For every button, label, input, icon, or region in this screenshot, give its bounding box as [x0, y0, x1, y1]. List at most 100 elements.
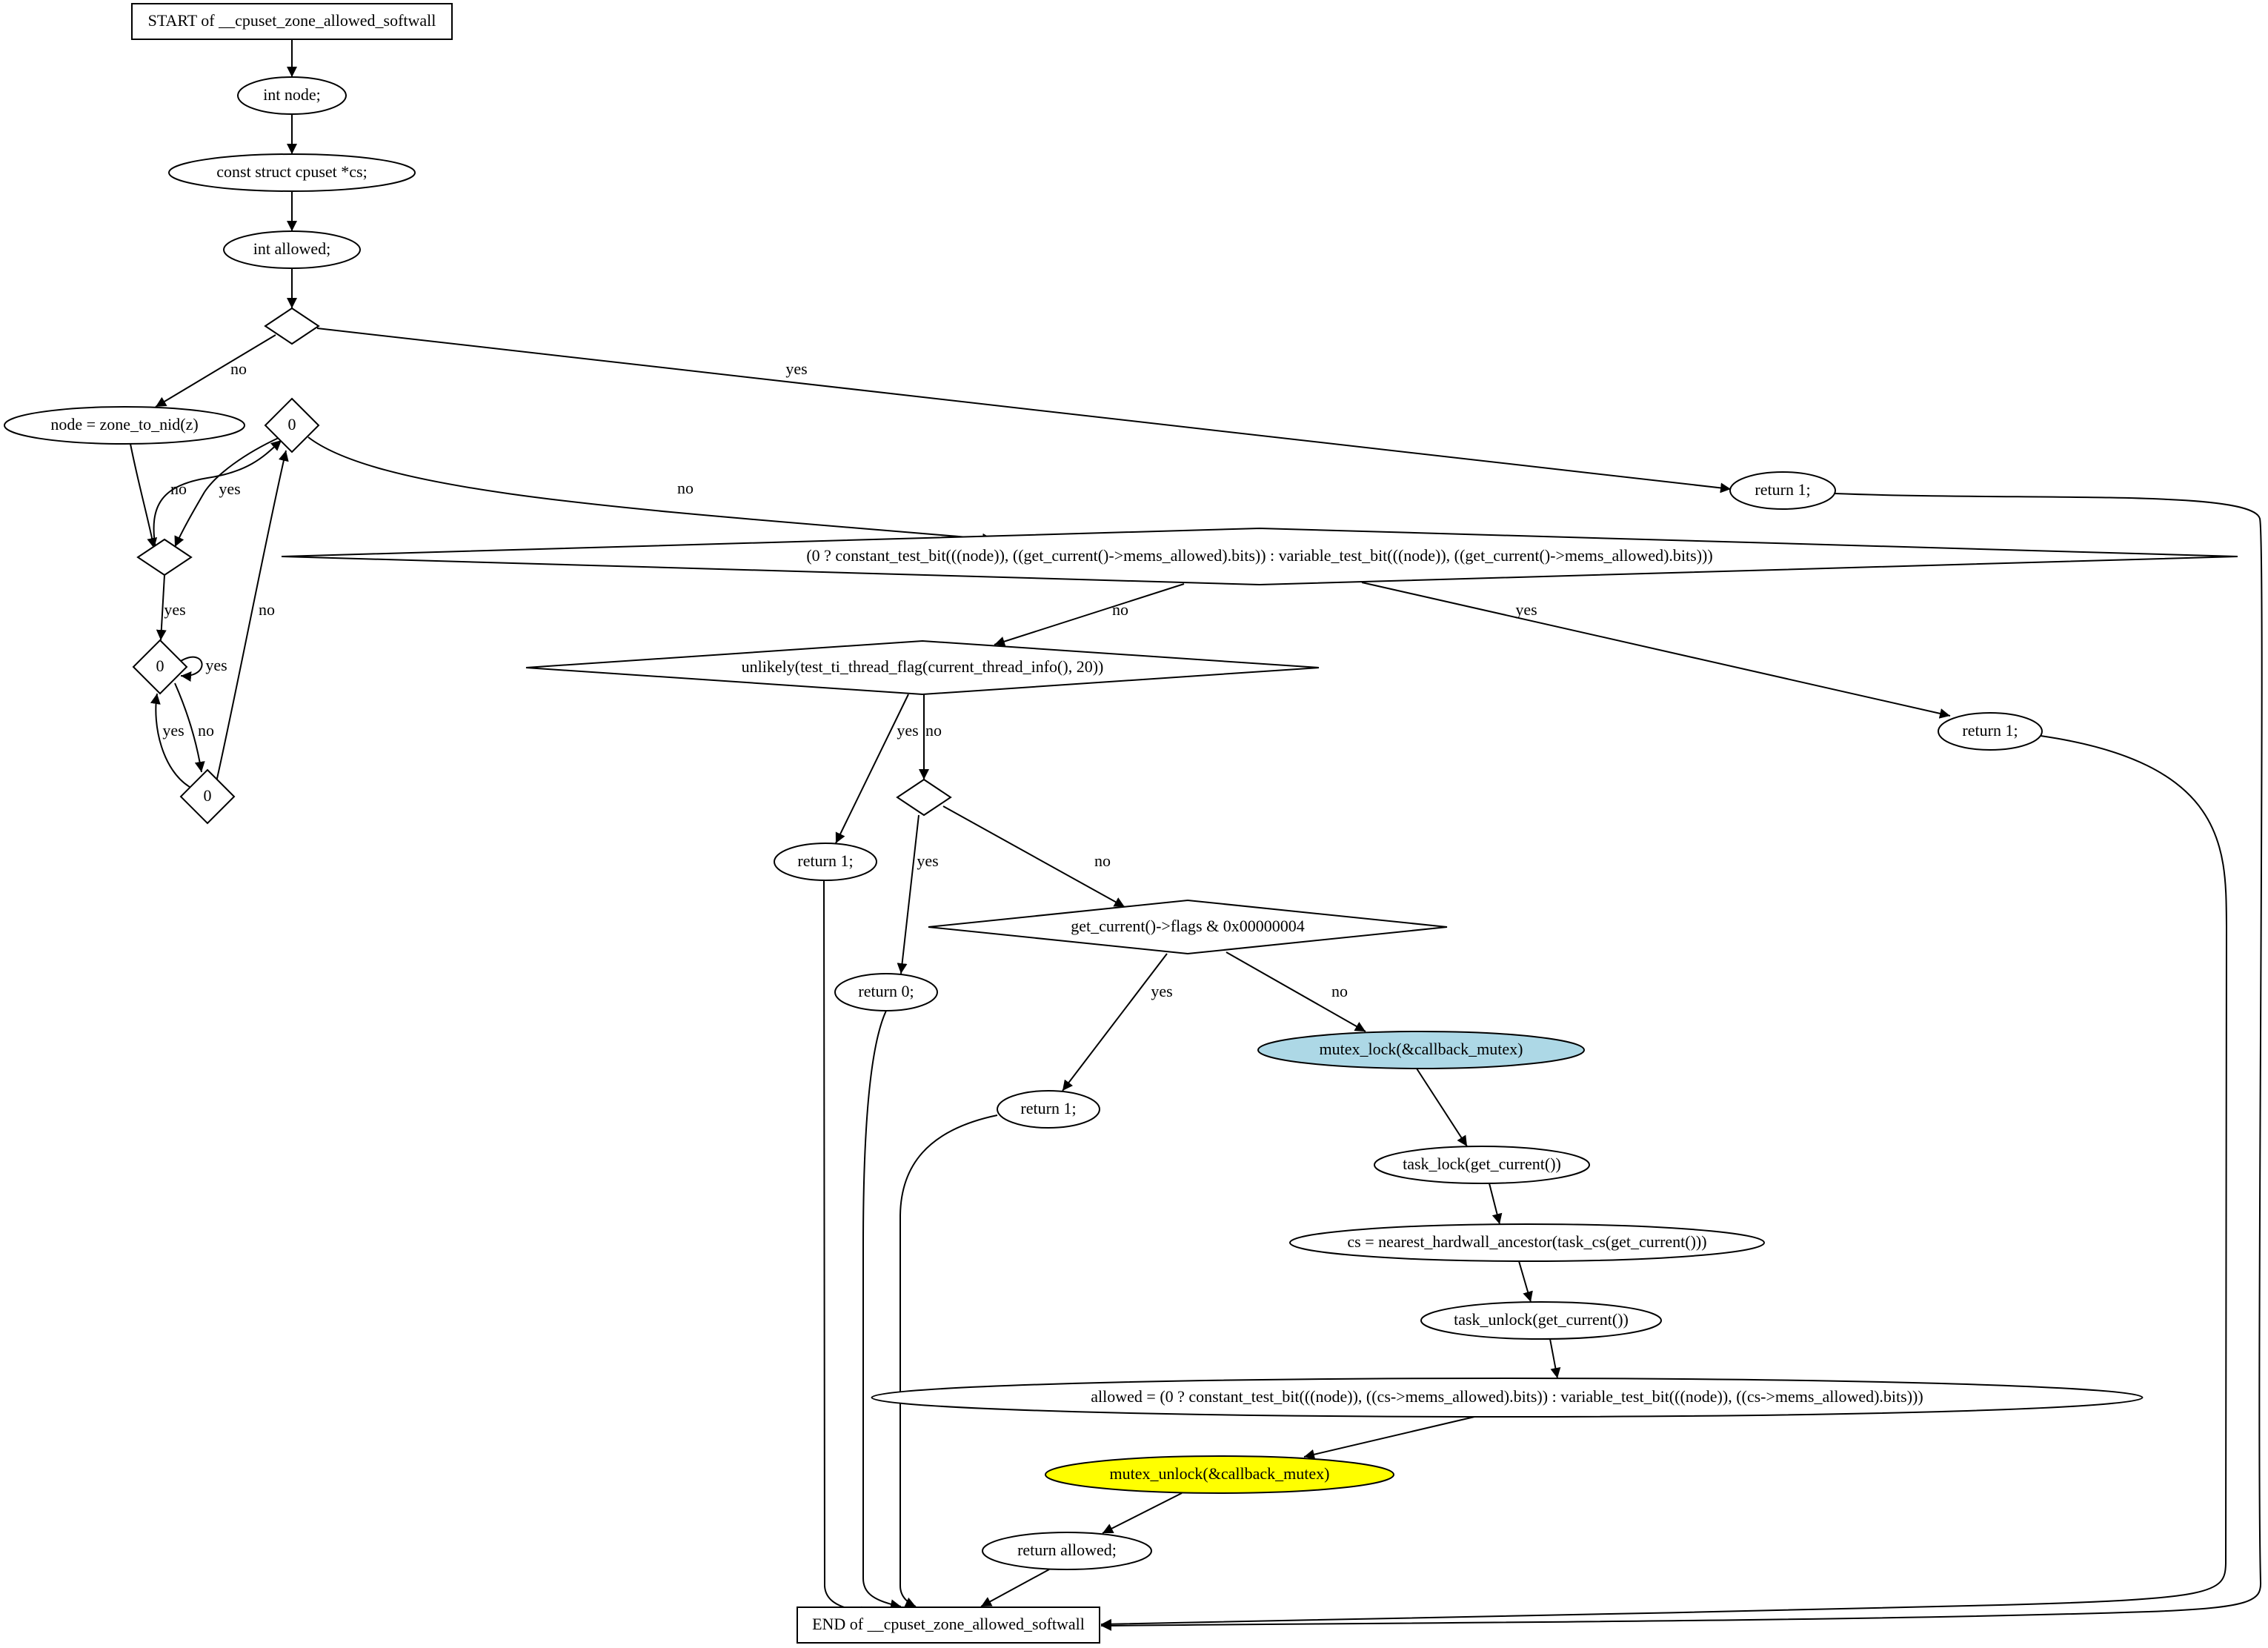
- edge-task_lock-to-cs_assign: [1489, 1183, 1503, 1225]
- edge-label: yes: [785, 359, 807, 378]
- edge-label: no: [1331, 982, 1348, 1000]
- edge-d_loop-to-d_zero_b: yes: [156, 574, 186, 641]
- edge-line: [897, 814, 919, 974]
- edge-return1_d-to-end: [899, 1114, 998, 1607]
- diamond-shape: [179, 768, 236, 825]
- node-return1-b: return 1;: [774, 843, 877, 881]
- edge-line: [1303, 1416, 1475, 1460]
- edge-line: [980, 1569, 1050, 1607]
- ellipse-shape: [1045, 1455, 1394, 1494]
- node-label: task_lock(get_current()): [1403, 1154, 1561, 1173]
- edge-d_zero_c-to-d_zero_a: no: [216, 450, 289, 783]
- edge-label: no: [925, 721, 942, 740]
- edge-d_zero_b-to-d_zero_c: no: [174, 682, 214, 773]
- node-label: int allowed;: [253, 239, 330, 258]
- edge-line: [1549, 1338, 1561, 1379]
- edge-return1_b-to-end: [823, 880, 872, 1617]
- edge-mutex_lock-to-task_lock: [1416, 1068, 1468, 1147]
- node-node-assign: node = zone_to_nid(z): [4, 406, 245, 445]
- edge-line: [174, 436, 281, 548]
- edge-line: [307, 436, 994, 544]
- edge-label: yes: [897, 721, 918, 740]
- edge-line: [150, 693, 190, 788]
- edge-line: [862, 1010, 902, 1610]
- edge-d_mid-to-d_flags: no: [942, 805, 1125, 908]
- node-label: unlikely(test_ti_thread_flag(current_thr…: [742, 657, 1104, 676]
- node-d-flags: get_current()->flags & 0x00000004: [928, 899, 1448, 955]
- ellipse-shape: [223, 230, 361, 269]
- edge-label: no: [677, 479, 694, 497]
- node-label: 0: [204, 786, 212, 805]
- node-cs-assign: cs = nearest_hardwall_ancestor(task_cs(g…: [1289, 1223, 1765, 1262]
- diamond-shape: [132, 639, 188, 695]
- edge-line: [153, 439, 282, 549]
- edge-line: [942, 805, 1125, 908]
- edge-line: [1062, 953, 1168, 1092]
- edge-line: [835, 694, 909, 844]
- edge-return_allowed-to-end: [980, 1569, 1050, 1607]
- ellipse-shape: [1257, 1031, 1585, 1069]
- edge-line: [994, 583, 1185, 647]
- node-d-zero-c: 0: [179, 768, 236, 825]
- node-d-mid: [896, 778, 952, 817]
- edge-d_zero_a-to-d_test_bit: no: [307, 436, 994, 544]
- node-d-loop: [136, 538, 193, 577]
- edge-d_mid-to-return0: yes: [897, 814, 939, 974]
- edge-node_assign-to-d_loop: [130, 443, 158, 549]
- edge-label: yes: [162, 721, 184, 740]
- edge-cs_assign-to-task_unlock: [1518, 1260, 1533, 1303]
- node-label: return 1;: [1020, 1099, 1076, 1117]
- edge-label: yes: [1151, 982, 1172, 1000]
- ellipse-shape: [774, 843, 877, 881]
- edge-label: no: [170, 479, 187, 498]
- ellipse-shape: [1374, 1146, 1590, 1184]
- ellipse-shape: [834, 973, 938, 1011]
- edge-return1_c-to-end: [1100, 735, 2228, 1629]
- edge-label: yes: [205, 656, 227, 674]
- ellipse-shape: [982, 1532, 1152, 1570]
- edge-line: [316, 328, 1732, 494]
- edge-line: [180, 656, 203, 682]
- node-label: allowed = (0 ? constant_test_bit(((node)…: [1091, 1387, 1923, 1406]
- node-task-lock: task_lock(get_current()): [1374, 1146, 1590, 1184]
- box-shape: [131, 3, 453, 40]
- edge-d_test_bit-to-return1_c: yes: [1361, 582, 1951, 719]
- ellipse-shape: [168, 153, 416, 192]
- edge-return0-to-end: [862, 1010, 902, 1610]
- edge-label: yes: [164, 600, 185, 619]
- edge-label: no: [1112, 600, 1128, 619]
- diamond-shape: [264, 307, 320, 345]
- node-mutex-lock: mutex_lock(&callback_mutex): [1257, 1031, 1585, 1069]
- edge-line: [1102, 1492, 1183, 1534]
- node-d-test-bit: (0 ? constant_test_bit(((node)), ((get_c…: [281, 527, 2238, 586]
- edge-d_test_bit-to-d_unlikely: no: [994, 583, 1185, 647]
- edge-label: no: [259, 600, 275, 619]
- ellipse-shape: [871, 1378, 2144, 1418]
- edge-d_unlikely-to-d_mid: no: [919, 694, 942, 780]
- node-d-zero-a: 0: [264, 397, 320, 453]
- node-label: const struct cpuset *cs;: [216, 162, 367, 181]
- node-d-first: [264, 307, 320, 345]
- edge-label: yes: [917, 851, 938, 870]
- edge-line: [1518, 1260, 1533, 1303]
- edge-label: no: [230, 359, 247, 378]
- ellipse-shape: [1938, 712, 2043, 751]
- edge-d_zero_a-to-d_loop: yes: [174, 436, 281, 548]
- node-label: 0: [288, 415, 296, 433]
- diamond-shape: [896, 778, 952, 817]
- node-label: cs = nearest_hardwall_ancestor(task_cs(g…: [1347, 1232, 1706, 1251]
- edge-line: [1100, 493, 2263, 1631]
- edge-d_first-to-return1_a: yes: [316, 328, 1732, 494]
- edge-label: no: [1094, 851, 1111, 870]
- edge-line: [174, 682, 205, 773]
- node-end: END of __cpuset_zone_allowed_softwall: [797, 1607, 1100, 1644]
- edge-d_unlikely-to-return1_b: yes: [835, 694, 919, 844]
- node-label: return 0;: [858, 982, 914, 1000]
- edge-line: [130, 443, 158, 549]
- diamond-shape: [136, 538, 193, 577]
- node-allowed-assign: allowed = (0 ? constant_test_bit(((node)…: [871, 1378, 2144, 1418]
- edge-d_first-to-node_assign: no: [155, 334, 276, 408]
- node-label: node = zone_to_nid(z): [50, 415, 198, 433]
- node-decl-cs: const struct cpuset *cs;: [168, 153, 416, 192]
